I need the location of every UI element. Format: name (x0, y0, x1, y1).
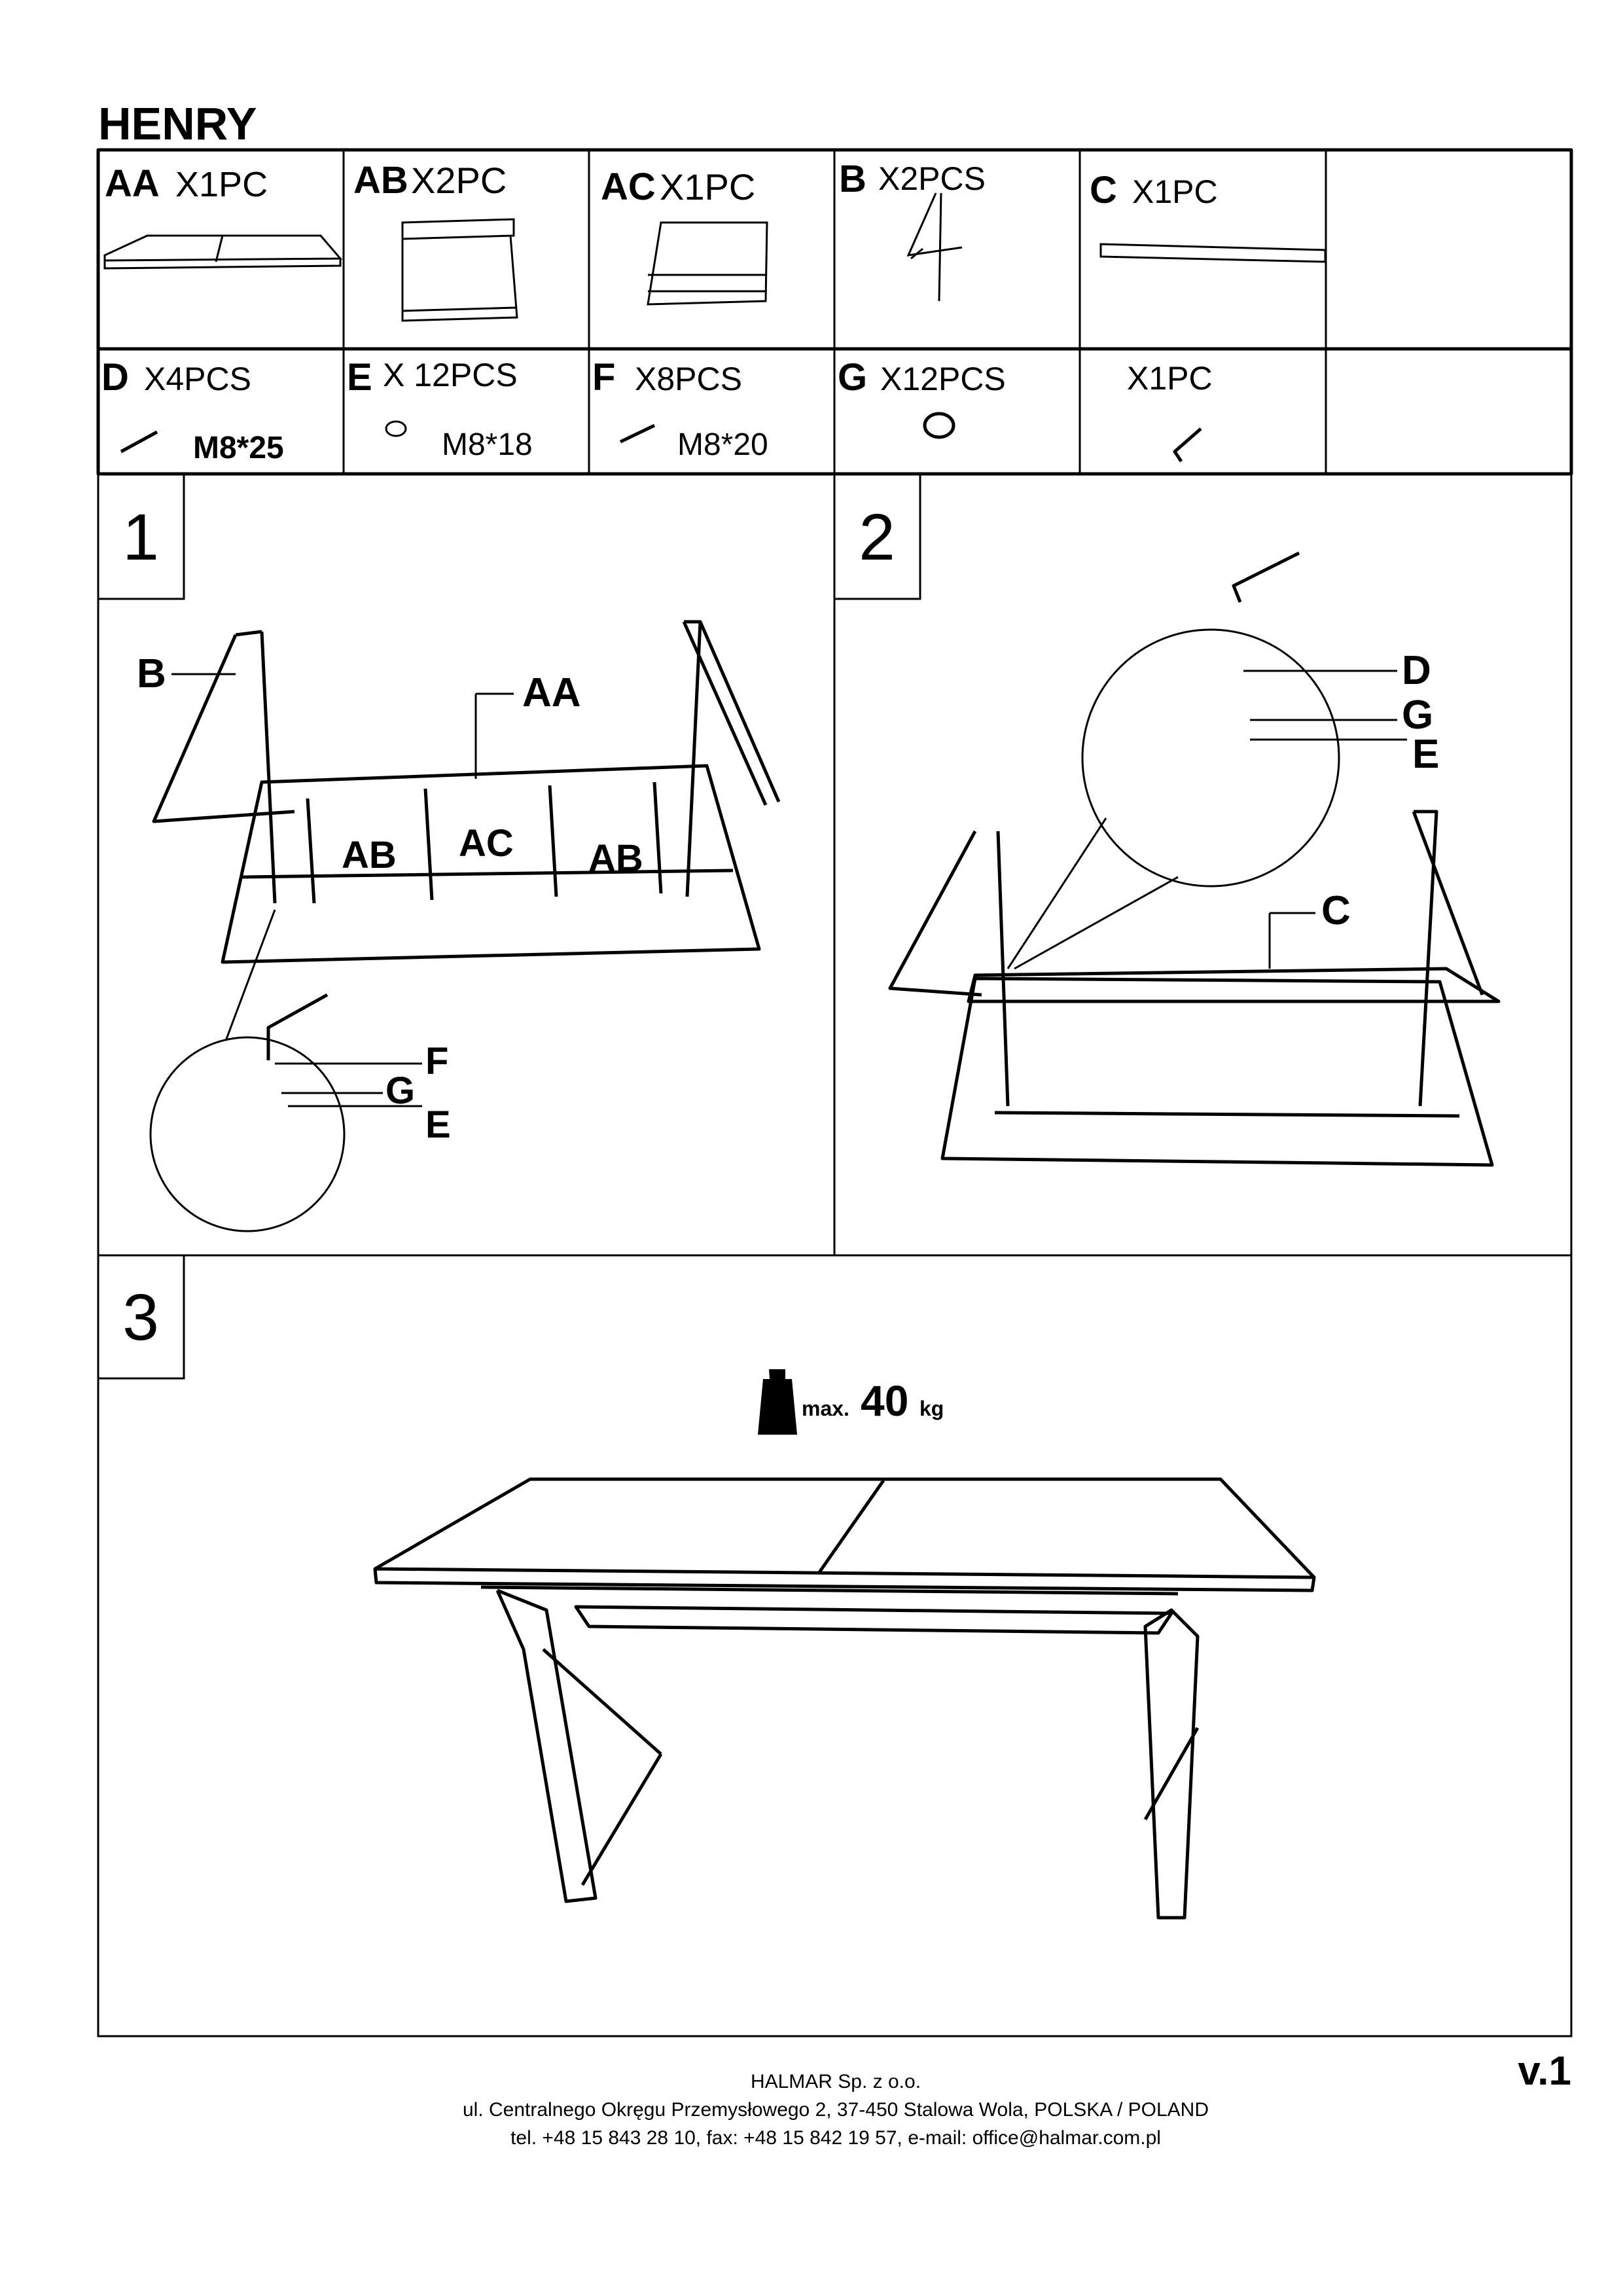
label-e: E (425, 1103, 451, 1146)
step-1: 1 B AA AB AC AB F G E (97, 473, 781, 1232)
product-title: HENRY (98, 98, 257, 149)
part-E: E X 12PCS M8*18 (347, 356, 533, 462)
part-code: AB (353, 159, 408, 202)
table-underside-drawing (221, 764, 761, 964)
step-number: 1 (122, 501, 159, 574)
part-G: G X12PCS (838, 356, 1006, 439)
part-B: B X2PCS (839, 158, 986, 302)
label-ab: AB (588, 837, 643, 880)
label-c: C (1321, 888, 1351, 933)
part-C: C X1PC (1090, 169, 1327, 263)
footer: HALMAR Sp. z o.o. ul. Centralnego Okręgu… (463, 2049, 1571, 2149)
extension-leaf-icon (401, 218, 518, 322)
part-qty: X1PC (1127, 360, 1213, 397)
label-e: E (1412, 732, 1439, 777)
part-code: G (838, 356, 867, 399)
part-qty: X8PCS (635, 361, 742, 397)
tabletop-icon (103, 234, 343, 270)
step-3: 3 max. 40 kg (97, 1254, 1316, 1920)
step-2: 2 D G E C (833, 473, 1501, 1167)
part-AC: AC X1PC (601, 166, 768, 306)
bolt-icon (619, 423, 656, 444)
part-qty: X2PCS (878, 160, 986, 197)
max-load-unit: kg (919, 1397, 944, 1420)
part-F: F X8PCS M8*20 (592, 356, 768, 462)
part-code: B (839, 158, 866, 200)
label-ab: AB (342, 834, 397, 876)
part-code: E (347, 356, 372, 399)
part-qty: X2PC (411, 160, 507, 201)
weight-icon (758, 1369, 797, 1435)
part-AA: AA X1PC (103, 162, 343, 270)
label-g: G (1402, 692, 1433, 738)
assembled-table-drawing (373, 1477, 1316, 1920)
part-size: M8*18 (442, 427, 533, 462)
detail-magnifier (1081, 628, 1340, 888)
part-qty: X12PCS (880, 361, 1006, 397)
max-load-prefix: max. (802, 1397, 849, 1420)
part-hex-key: X1PC (1127, 360, 1213, 463)
part-qty: X 12PCS (383, 357, 518, 393)
part-qty: X1PC (660, 166, 755, 207)
label-aa: AA (522, 670, 581, 715)
rail-icon (1099, 243, 1327, 263)
part-code: AA (105, 162, 160, 205)
leg-b-left (888, 830, 1010, 1107)
company-contact: tel. +48 15 843 28 10, fax: +48 15 842 1… (510, 2127, 1161, 2149)
step-number: 3 (122, 1281, 159, 1354)
company-name: HALMAR Sp. z o.o. (751, 2071, 921, 2092)
spring-washer-icon (923, 412, 955, 439)
part-qty: X1PC (1132, 173, 1218, 210)
leg-b-left (152, 630, 295, 904)
detail-magnifier (149, 1036, 346, 1232)
steps-grid (97, 473, 1573, 2037)
part-code: C (1090, 169, 1117, 211)
frame-icon (647, 221, 768, 306)
part-D: D X4PCS M8*25 (101, 356, 284, 465)
part-qty: X4PCS (144, 361, 251, 397)
part-code: D (101, 356, 129, 399)
parts-table (96, 148, 1573, 476)
leg-icon (906, 192, 963, 302)
label-d: D (1402, 648, 1431, 693)
part-size: M8*25 (193, 431, 284, 465)
bolt-icon (120, 430, 158, 454)
label-b: B (137, 651, 166, 696)
part-code: F (592, 356, 615, 399)
label-f: F (425, 1040, 448, 1083)
allen-key-icon (266, 993, 329, 1060)
part-size: M8*20 (677, 427, 768, 462)
part-qty: X1PC (175, 165, 268, 204)
max-load-value: 40 (861, 1376, 908, 1425)
company-address: ul. Centralnego Okręgu Przemysłowego 2, … (463, 2099, 1209, 2121)
table-underside-drawing (940, 967, 1501, 1167)
leg-b-right (682, 620, 781, 897)
allen-key-icon (1173, 427, 1202, 463)
leg-b-right (1412, 810, 1484, 1107)
step-number: 2 (859, 501, 895, 574)
part-AB: AB X2PC (353, 159, 518, 322)
part-code: AC (601, 166, 656, 208)
allen-key-icon (1232, 551, 1300, 603)
label-g: G (385, 1069, 415, 1112)
label-ac: AC (459, 822, 514, 865)
document-version: v.1 (1518, 2049, 1571, 2094)
washer-icon (385, 420, 407, 437)
